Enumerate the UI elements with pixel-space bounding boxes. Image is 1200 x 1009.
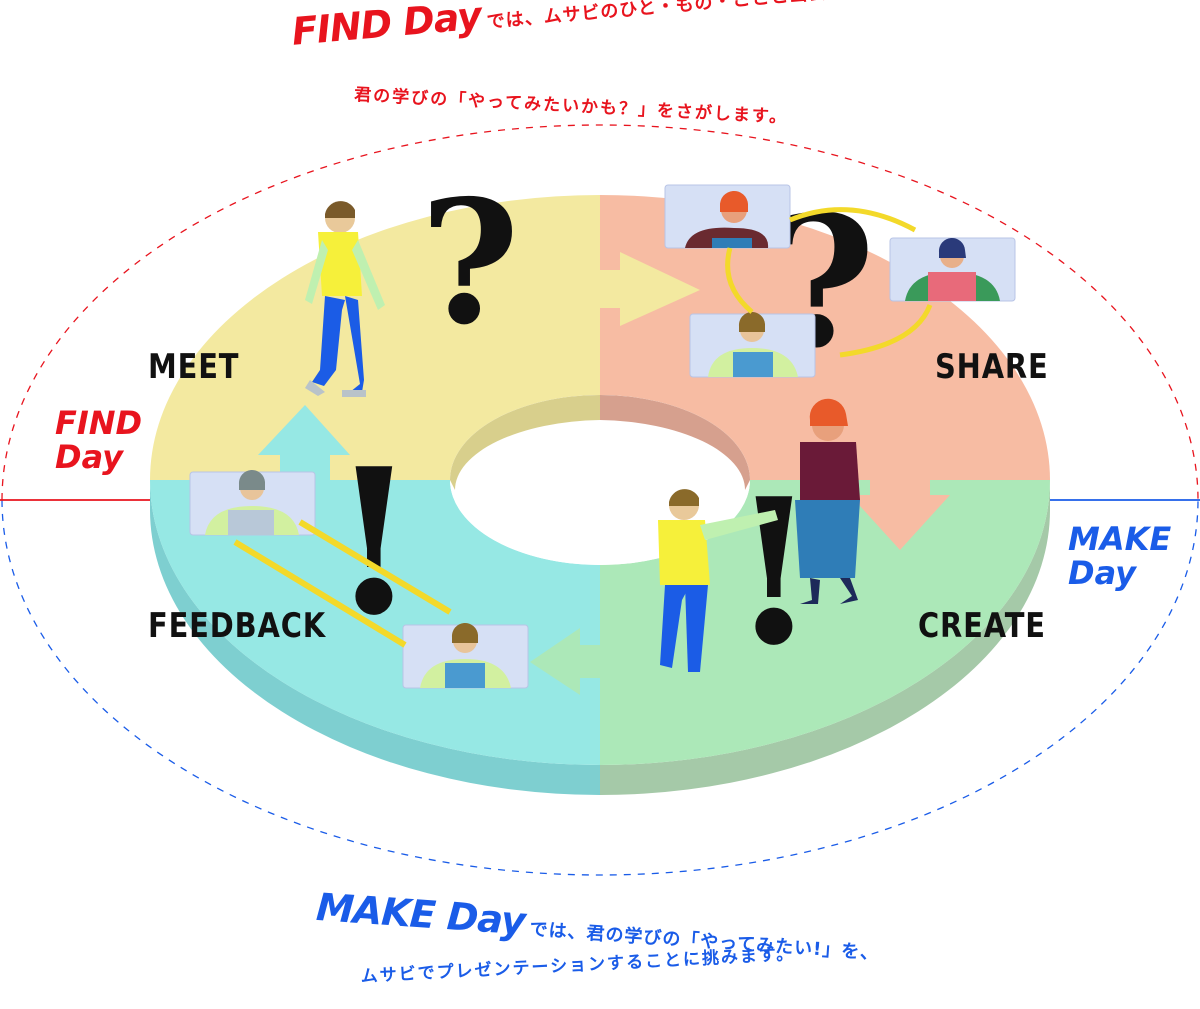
share-exchange-arrows — [725, 207, 933, 358]
inner-hole-wall-left — [450, 395, 600, 490]
quadrant-label-share: SHARE — [935, 347, 1049, 387]
side-make-line1: MAKE — [1068, 520, 1172, 558]
video-tile-share-1 — [664, 184, 791, 249]
side-make-line2: Day — [1068, 554, 1137, 592]
person-create-woman — [795, 398, 860, 604]
arrow-meet-to-share — [600, 252, 700, 326]
arrow-share-to-create — [850, 480, 950, 550]
video-tile-share-2 — [889, 237, 1016, 302]
side-label-make-day: MAKE Day — [1068, 522, 1171, 590]
ring-side-left — [150, 480, 600, 795]
video-tile-feedback-1 — [189, 469, 316, 536]
ring-side-right — [600, 480, 1050, 795]
quadrant-meet — [150, 195, 600, 480]
side-label-find-day: FIND Day — [55, 406, 142, 474]
outer-dashed-ellipse-bottom — [1, 499, 1199, 876]
quadrant-share — [600, 195, 1050, 480]
arrow-create-to-feedback — [530, 628, 600, 695]
exclamation-mark-feedback: ! — [330, 425, 418, 660]
inner-hole-wall-right — [600, 395, 750, 490]
side-find-line1: FIND — [55, 404, 143, 442]
person-walking-meet — [305, 201, 385, 397]
quadrant-label-feedback: FEEDBACK — [148, 606, 327, 646]
quadrant-create — [600, 480, 1050, 765]
video-tile-share-3 — [689, 311, 816, 378]
quadrant-label-meet: MEET — [148, 347, 240, 387]
side-find-line2: Day — [55, 438, 124, 476]
outer-dashed-ellipse-top — [1, 124, 1199, 501]
person-create-man — [658, 489, 778, 672]
arrow-feedback-to-meet — [258, 405, 350, 480]
video-tile-feedback-2 — [402, 622, 529, 689]
feedback-exchange-arrows — [233, 519, 452, 648]
quadrant-label-create: CREATE — [918, 606, 1046, 646]
question-mark-meet: ? — [420, 163, 520, 363]
quadrant-feedback — [150, 480, 600, 765]
